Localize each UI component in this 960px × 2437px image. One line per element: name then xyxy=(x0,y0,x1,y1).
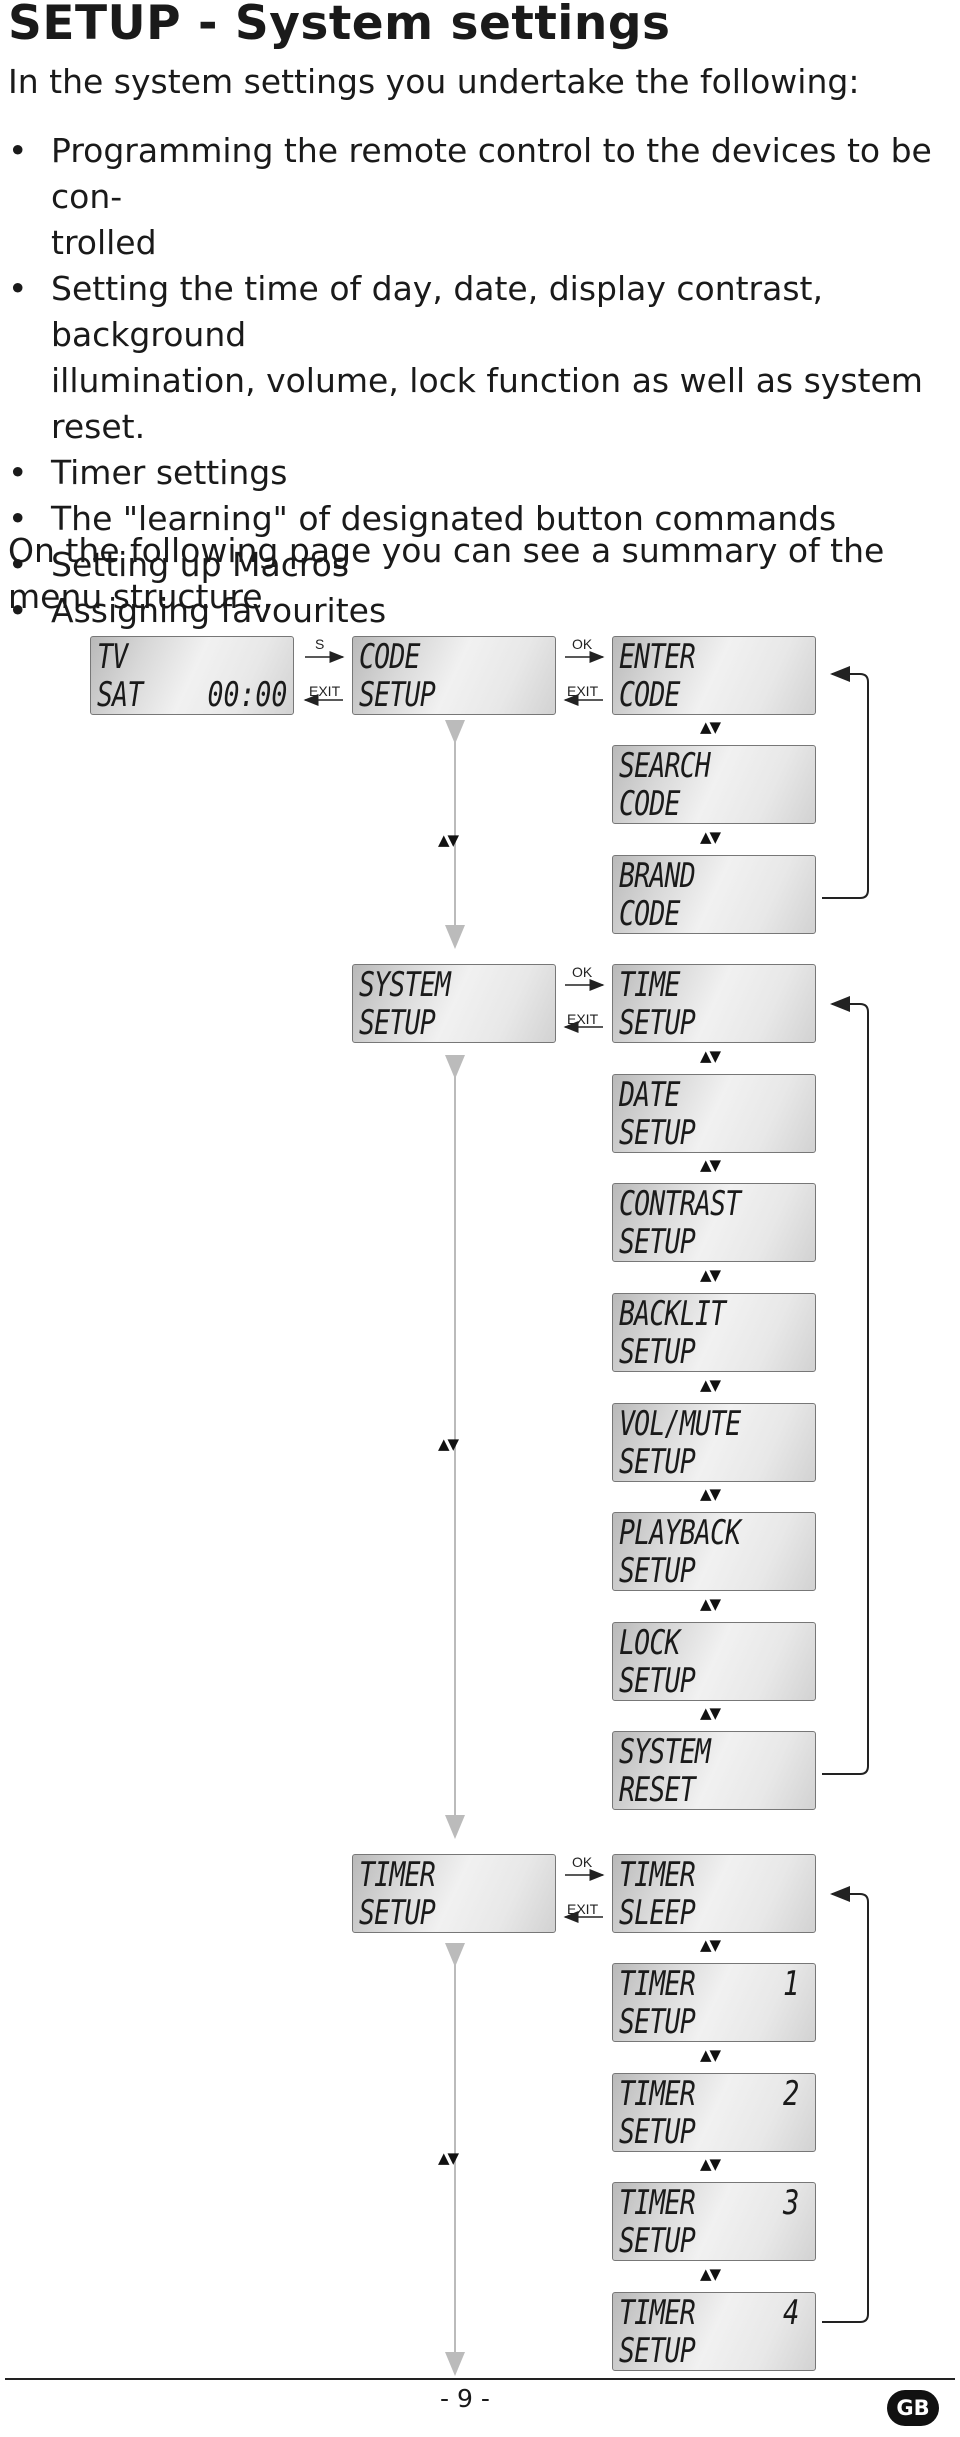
lcd-home: TV SAT 00:00 xyxy=(90,636,294,715)
updown-icon: ▲▼ xyxy=(700,1936,721,1954)
exit-label: EXIT xyxy=(309,683,341,699)
lcd-brand-code: BRAND CODE xyxy=(612,855,816,934)
lcd-backlit-setup: BACKLIT SETUP xyxy=(612,1293,816,1372)
updown-icon: ▲▼ xyxy=(700,718,721,736)
list-item: Programming the remote control to the de… xyxy=(8,128,960,266)
lcd-system-setup: SYSTEM SETUP xyxy=(352,964,556,1043)
intro-text: In the system settings you undertake the… xyxy=(8,62,860,101)
updown-icon: ▲▼ xyxy=(700,2046,721,2064)
lcd-system-reset: SYSTEM RESET xyxy=(612,1731,816,1810)
list-item: The "learning" of designated button comm… xyxy=(8,496,960,542)
lcd-contrast-setup: CONTRAST SETUP xyxy=(612,1183,816,1262)
footer-divider xyxy=(5,2378,955,2380)
exit-label: EXIT xyxy=(567,683,599,699)
lcd-timer3-setup: TIMER 3 SETUP xyxy=(612,2182,816,2261)
language-badge: GB xyxy=(887,2390,939,2426)
lcd-code-setup: CODE SETUP xyxy=(352,636,556,715)
lcd-date-setup: DATE SETUP xyxy=(612,1074,816,1153)
updown-icon: ▲▼ xyxy=(438,831,459,849)
lcd-timer4-setup: TIMER 4 SETUP xyxy=(612,2292,816,2371)
lcd-volmute-setup: VOL/MUTE SETUP xyxy=(612,1403,816,1482)
s-label: S xyxy=(315,636,325,652)
lcd-lock-setup: LOCK SETUP xyxy=(612,1622,816,1701)
exit-label: EXIT xyxy=(567,1011,599,1027)
updown-icon: ▲▼ xyxy=(700,2265,721,2283)
lcd-timer1-setup: TIMER 1 SETUP xyxy=(612,1963,816,2042)
list-item: Assigning favourites xyxy=(8,588,960,634)
updown-icon: ▲▼ xyxy=(700,828,721,846)
updown-icon: ▲▼ xyxy=(700,1704,721,1722)
updown-icon: ▲▼ xyxy=(700,1047,721,1065)
updown-icon: ▲▼ xyxy=(700,1485,721,1503)
lcd-search-code: SEARCH CODE xyxy=(612,745,816,824)
updown-icon: ▲▼ xyxy=(700,1376,721,1394)
lcd-time-setup: TIME SETUP xyxy=(612,964,816,1043)
updown-icon: ▲▼ xyxy=(438,2149,459,2167)
updown-icon: ▲▼ xyxy=(700,1266,721,1284)
page-number: - 9 - xyxy=(440,2384,490,2413)
lcd-timer-sleep: TIMER SLEEP xyxy=(612,1854,816,1933)
list-item: Timer settings xyxy=(8,450,960,496)
updown-icon: ▲▼ xyxy=(700,1156,721,1174)
lcd-playback-setup: PLAYBACK SETUP xyxy=(612,1512,816,1591)
ok-label: OK xyxy=(572,636,593,652)
ok-label: OK xyxy=(572,1854,593,1870)
updown-icon: ▲▼ xyxy=(700,2155,721,2173)
page-title: SETUP - System settings xyxy=(8,0,671,51)
list-item: Setting up Macros xyxy=(8,542,960,588)
ok-label: OK xyxy=(572,964,593,980)
updown-icon: ▲▼ xyxy=(700,1595,721,1613)
exit-label: EXIT xyxy=(567,1901,599,1917)
lcd-timer2-setup: TIMER 2 SETUP xyxy=(612,2073,816,2152)
summary-text: On the following page you can see a summ… xyxy=(8,531,885,616)
lcd-timer-setup: TIMER SETUP xyxy=(352,1854,556,1933)
updown-icon: ▲▼ xyxy=(438,1435,459,1453)
list-item: Setting the time of day, date, display c… xyxy=(8,266,960,450)
bullet-list: Programming the remote control to the de… xyxy=(8,128,960,634)
lcd-enter-code: ENTER CODE xyxy=(612,636,816,715)
